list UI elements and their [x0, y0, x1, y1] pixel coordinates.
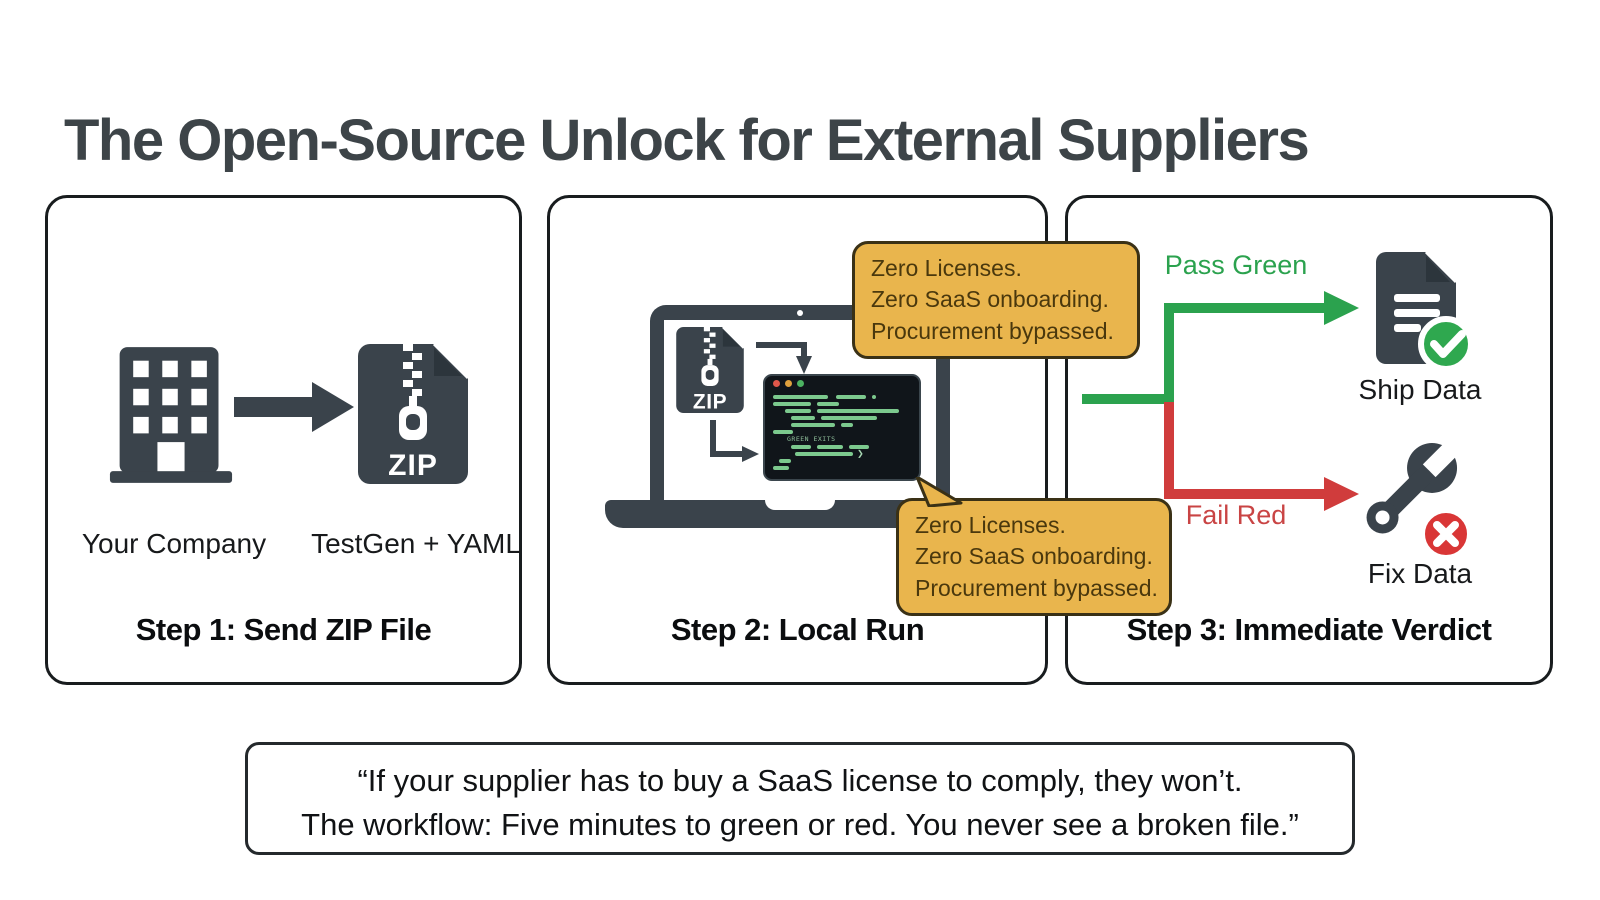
callout-top-line-2: Zero SaaS onboarding. — [871, 286, 1109, 313]
terminal-titlebar — [765, 376, 919, 391]
zip-file-mini-icon: ZIP — [676, 327, 744, 413]
terminal-close-dot — [773, 380, 780, 387]
step3-caption: Step 3: Immediate Verdict — [1126, 612, 1492, 647]
callout-bottom-line-3: Procurement bypassed. — [915, 574, 1158, 601]
step2-caption: Step 2: Local Run — [670, 612, 925, 647]
terminal-code-line — [773, 400, 911, 407]
terminal-code-line — [773, 464, 911, 471]
webcam-dot-icon — [797, 310, 803, 316]
package-label: TestGen + YAML — [311, 528, 521, 559]
quote-line-2: The workflow: Five minutes to green or r… — [301, 807, 1299, 843]
panel-step-1: ZIP Your Company TestGen + YAML Step 1: … — [45, 195, 522, 685]
ship-data-label: Ship Data — [1358, 374, 1482, 405]
ship-data-document-icon — [1376, 250, 1474, 372]
terminal-maximize-dot — [797, 380, 804, 387]
check-badge-icon — [1418, 316, 1474, 372]
terminal-code-line — [773, 428, 911, 435]
terminal-code-line — [773, 457, 911, 464]
terminal-code-line — [773, 414, 911, 421]
terminal-code-line — [773, 443, 911, 450]
terminal-code-line — [773, 393, 911, 400]
send-arrow-icon — [234, 382, 354, 432]
terminal-body: GREEN EXITS ❯ — [765, 391, 919, 471]
company-label: Your Company — [81, 528, 267, 559]
zip-badge-text: ZIP — [388, 449, 438, 482]
fix-data-label: Fix Data — [1367, 558, 1473, 589]
company-building-icon — [109, 347, 233, 483]
quote-box: “If your supplier has to buy a SaaS lice… — [245, 742, 1355, 855]
callout-top-line-1: Zero Licenses. — [871, 255, 1022, 281]
terminal-window: GREEN EXITS ❯ — [763, 374, 921, 481]
quote-line-1: “If your supplier has to buy a SaaS lice… — [357, 763, 1243, 798]
callout-tail — [915, 477, 963, 507]
terminal-minimize-dot — [785, 380, 792, 387]
laptop-notch — [765, 500, 835, 510]
callout-bottom-line-2: Zero SaaS onboarding. — [915, 543, 1153, 570]
terminal-code-line — [773, 407, 911, 414]
step1-caption: Step 1: Send ZIP File — [135, 612, 432, 647]
terminal-code-line: GREEN EXITS — [787, 435, 836, 443]
fix-data-wrench-icon — [1366, 437, 1473, 560]
callout-bottom-line-1: Zero Licenses. — [915, 512, 1066, 538]
fail-arrow — [1164, 402, 1359, 511]
callout-bottom: Zero Licenses. Zero SaaS onboarding. Pro… — [896, 477, 1172, 616]
callout-top: Zero Licenses. Zero SaaS onboarding. Pro… — [852, 241, 1140, 359]
callout-top-line-3: Procurement bypassed. — [871, 317, 1114, 344]
zip-mini-badge-text: ZIP — [693, 391, 727, 413]
pass-green-label: Pass Green — [1164, 250, 1308, 280]
terminal-code-line — [773, 421, 911, 428]
terminal-code-line: ❯ — [773, 450, 911, 458]
page-title: The Open-Source Unlock for External Supp… — [64, 107, 1310, 173]
zip-file-icon: ZIP — [358, 344, 468, 484]
fail-red-label: Fail Red — [1185, 500, 1287, 530]
